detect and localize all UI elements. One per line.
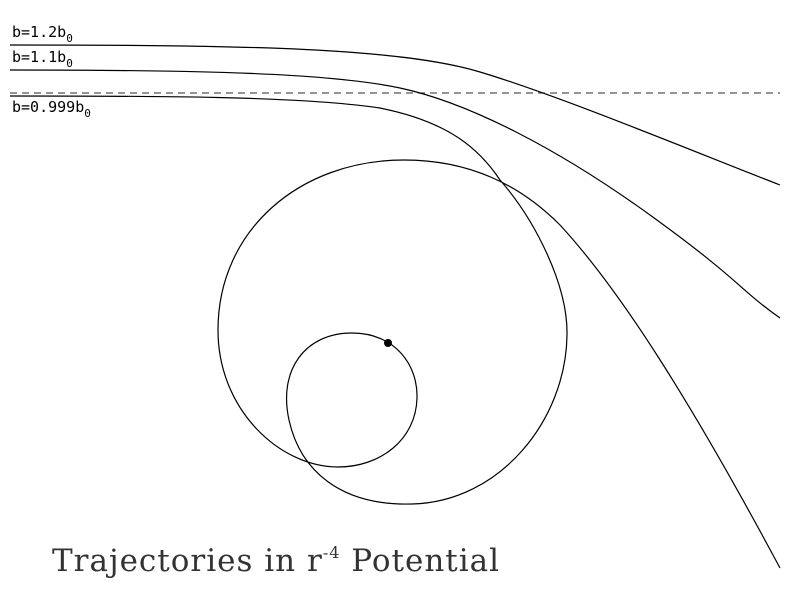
trajectory-b-1-1 bbox=[9, 69, 781, 319]
trajectory-b-1-2 bbox=[9, 44, 781, 186]
label-b-1-2: b=1.2b0 bbox=[12, 23, 73, 45]
particle-dot bbox=[384, 339, 392, 347]
diagram-title: Trajectories in r-4 Potential bbox=[52, 543, 500, 579]
trajectory-b-0-999 bbox=[9, 95, 781, 569]
label-b-0-999: b=0.999b0 bbox=[12, 98, 91, 120]
label-b-1-1: b=1.1b0 bbox=[12, 48, 73, 70]
